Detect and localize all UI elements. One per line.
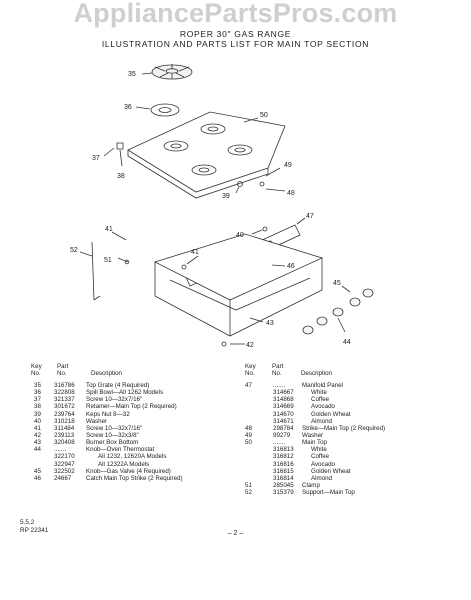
callout-47: 47 (306, 213, 314, 220)
callout-45: 45 (333, 280, 341, 287)
callout-39: 39 (222, 193, 230, 200)
watermark: AppliancePartsPros.com (73, 0, 398, 28)
page-number: – 2 – (227, 530, 244, 537)
table-row: 47.......Manifold Panel (245, 382, 343, 389)
knob-drawings (302, 288, 374, 335)
callout-49: 49 (284, 162, 292, 169)
callout-46: 46 (287, 263, 295, 270)
table-row: 44.......Knob—Oven Thermostat (34, 446, 155, 454)
callout-42: 42 (246, 342, 254, 349)
main-top-drawing (127, 111, 286, 199)
callout-38: 38 (117, 173, 125, 180)
callout-43: 43 (266, 320, 274, 327)
callout-36: 36 (124, 104, 132, 111)
callout-40: 40 (236, 232, 244, 239)
footer-document-number: RP 22341 (20, 527, 49, 534)
callout-44: 44 (343, 339, 351, 346)
title-range-model: ROPER 30" GAS RANGE (179, 29, 292, 39)
callout-35: 35 (128, 71, 136, 78)
callout-41b: 41 (191, 249, 199, 256)
left-header-description: Description (91, 370, 122, 377)
table-row: 50.......Main Top (245, 439, 327, 447)
callout-37: 37 (92, 155, 100, 162)
burner-box-drawing (153, 233, 324, 337)
callout-52: 52 (70, 247, 78, 254)
right-header-description: Description (301, 370, 332, 377)
top-grate-drawing (151, 64, 193, 80)
title-section: ILLUSTRATION AND PARTS LIST FOR MAIN TOP… (101, 39, 370, 49)
exploded-parts-diagram: 35 36 50 37 38 39 49 48 47 40 41 41 52 5… (70, 64, 374, 349)
callout-51: 51 (104, 257, 112, 264)
callout-50: 50 (260, 112, 268, 119)
callout-48: 48 (287, 190, 295, 197)
footer-code: 5.5.2 (20, 519, 35, 526)
callout-41a: 41 (105, 226, 113, 233)
